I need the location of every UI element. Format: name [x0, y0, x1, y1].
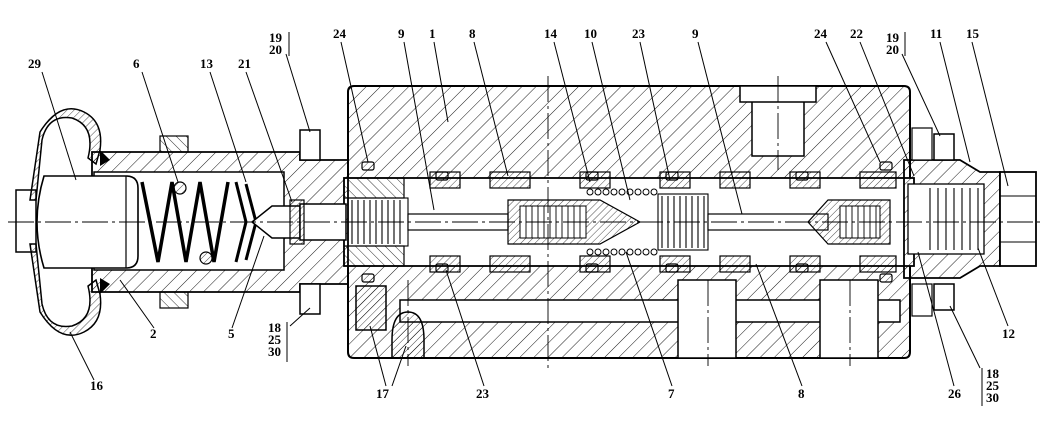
callout-25: 25: [268, 332, 281, 347]
callout-30: 30: [268, 344, 281, 359]
callout-24: 24: [333, 26, 346, 41]
callout-26: 26: [948, 386, 961, 401]
callout-16: 16: [90, 378, 103, 393]
callout-22: 22: [850, 26, 863, 41]
callout-7: 7: [668, 386, 675, 401]
callout-19: 19: [269, 30, 282, 45]
callout-18: 18: [268, 320, 281, 335]
callout-9: 9: [398, 26, 405, 41]
callout-23: 23: [632, 26, 645, 41]
center-lines: [8, 76, 1040, 370]
callout-30-right: 30: [986, 390, 999, 405]
callout-8-bottom: 8: [798, 386, 805, 401]
right-end-cap: [903, 127, 1037, 317]
callout-18-25-30-left: 18 25 30: [268, 320, 281, 359]
callout-20-right: 20: [886, 42, 899, 57]
callout-24-right: 24: [814, 26, 827, 41]
leader-lines: [41, 41, 1009, 387]
callout-19-20-right: 19 20: [886, 30, 899, 57]
protective-boot: [29, 108, 110, 336]
callout-18-25-30-right: 18 25 30: [986, 366, 999, 405]
callout-19-right: 19: [886, 30, 899, 45]
stack-separators: [286, 32, 983, 406]
callout-15: 15: [966, 26, 979, 41]
callout-20: 20: [269, 42, 282, 57]
callout-8: 8: [469, 26, 476, 41]
callout-2: 2: [150, 326, 157, 341]
callout-18-right: 18: [986, 366, 999, 381]
callout-9-right: 9: [692, 26, 699, 41]
callout-10: 10: [584, 26, 597, 41]
callout-5: 5: [228, 326, 235, 341]
callout-6: 6: [133, 56, 140, 71]
callout-23-bottom: 23: [476, 386, 489, 401]
callout-12: 12: [1002, 326, 1015, 341]
callout-21: 21: [238, 56, 251, 71]
callout-13: 13: [200, 56, 213, 71]
callout-29: 29: [28, 56, 41, 71]
callout-1: 1: [429, 26, 436, 41]
callout-19-20-left: 19 20: [269, 30, 282, 57]
callout-14: 14: [544, 26, 557, 41]
callout-17: 17: [376, 386, 389, 401]
callout-11: 11: [930, 26, 943, 41]
callout-25-right: 25: [986, 378, 999, 393]
